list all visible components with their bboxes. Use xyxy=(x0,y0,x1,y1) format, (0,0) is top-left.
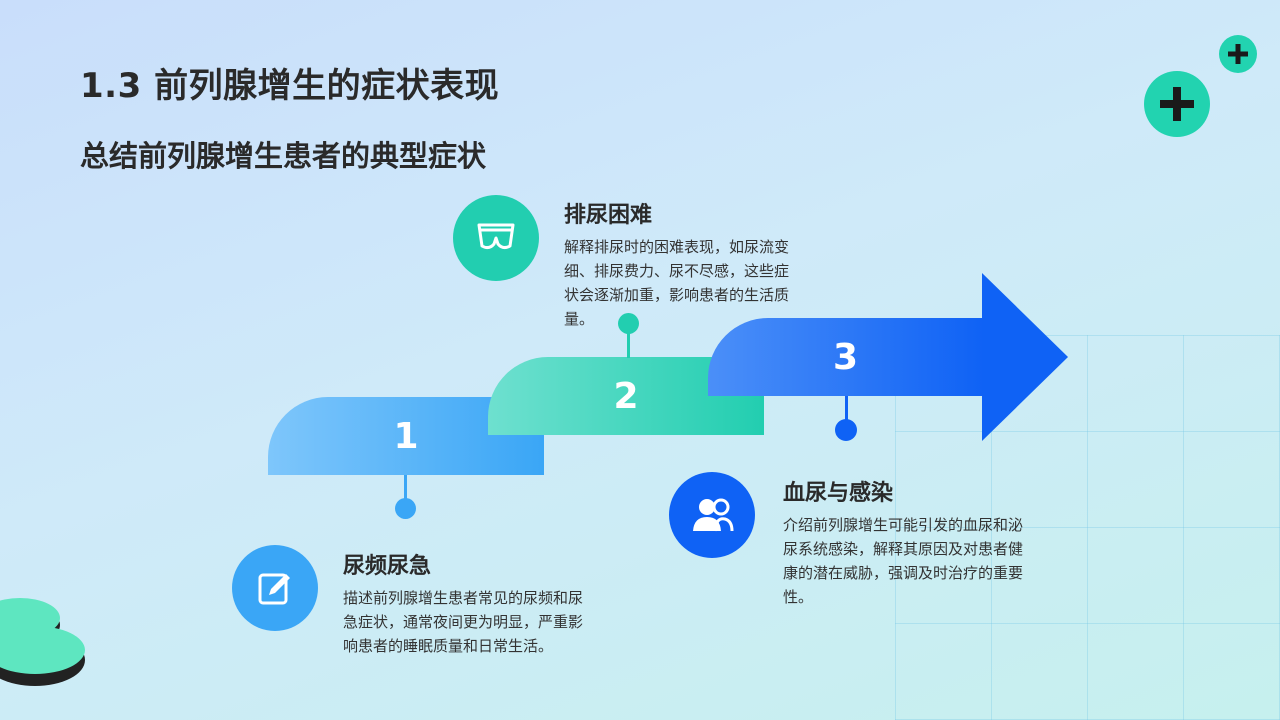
step-3-heading: 血尿与感染 xyxy=(783,481,894,506)
connector-line xyxy=(845,396,848,424)
plus-icon-small xyxy=(1219,35,1257,73)
decorative-shape xyxy=(0,598,85,686)
connector-dot xyxy=(835,419,857,441)
step-1-heading: 尿频尿急 xyxy=(343,554,432,579)
underwear-icon xyxy=(453,195,539,281)
step-1-description: 描述前列腺增生患者常见的尿频和尿急症状，通常夜间更为明显，严重影响患者的睡眠质量… xyxy=(343,589,584,655)
users-icon xyxy=(669,472,755,558)
step-3-description: 介绍前列腺增生可能引发的血尿和泌尿系统感染，解释其原因及对患者健康的潜在威胁，强… xyxy=(783,516,1024,606)
step-number: 1 xyxy=(393,415,419,457)
step-3-bar: 3 xyxy=(708,318,984,396)
arrow-head xyxy=(982,273,1068,441)
connector-dot xyxy=(618,313,639,334)
edit-icon xyxy=(232,545,318,631)
step-number: 2 xyxy=(613,375,639,417)
connector-dot xyxy=(395,498,416,519)
connector-line xyxy=(627,330,630,358)
step-2-heading: 排尿困难 xyxy=(564,203,653,228)
page-title: 1.3 前列腺增生的症状表现 xyxy=(80,66,500,106)
plus-icon xyxy=(1144,71,1210,137)
connector-line xyxy=(404,475,407,503)
background-grid xyxy=(895,335,1280,720)
page-subtitle: 总结前列腺增生患者的典型症状 xyxy=(80,139,487,173)
step-2-description: 解释排尿时的困难表现，如尿流变细、排尿费力、尿不尽感，这些症状会逐渐加重，影响患… xyxy=(564,238,790,328)
step-number: 3 xyxy=(833,336,859,378)
